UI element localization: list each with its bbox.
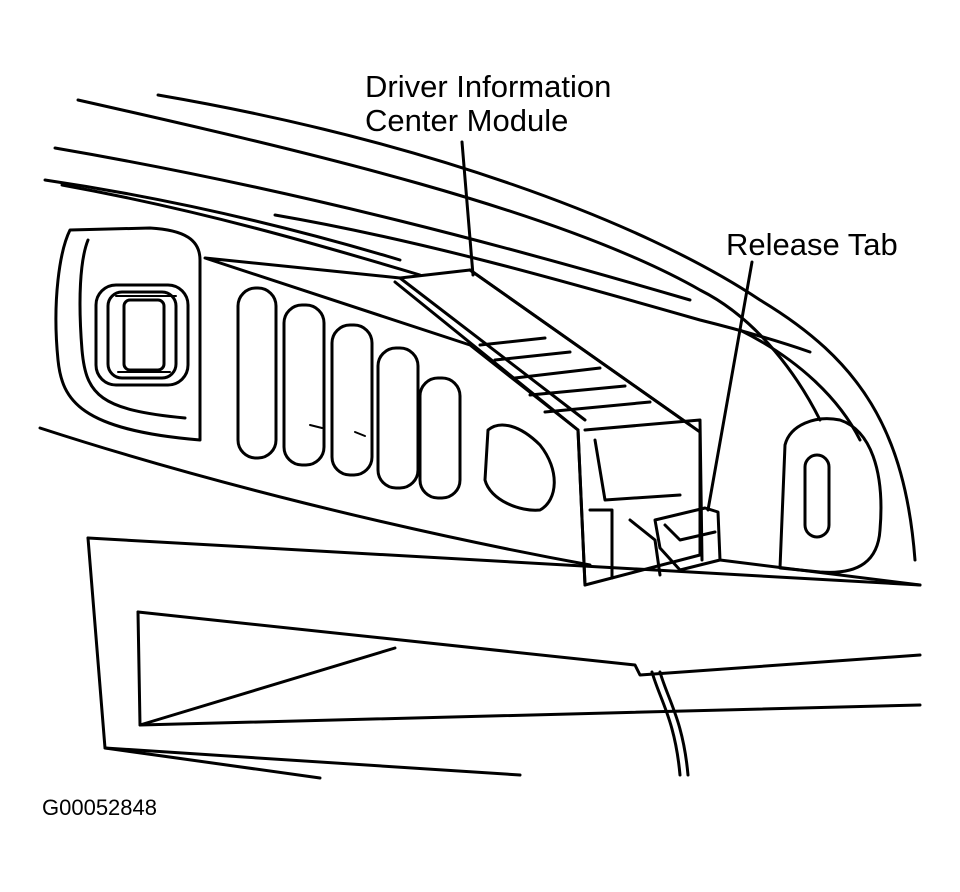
lower-dash: [86, 536, 922, 780]
figure-code: G00052848: [42, 795, 157, 820]
vent-slot: [236, 286, 278, 460]
vent-slot: [330, 323, 374, 477]
vent-slot: [376, 346, 420, 490]
module-label-line2: Center Module: [365, 103, 569, 138]
vent-slot: [282, 303, 326, 467]
release-tab: [653, 506, 722, 572]
instrument-panel-right: [718, 417, 922, 587]
release-tab-label: Release Tab: [726, 227, 898, 262]
instrument-panel-left: [54, 226, 556, 512]
dash-contour-lines: [38, 93, 917, 567]
dic-module: [203, 256, 704, 587]
leader-line-release-tab: [706, 260, 754, 512]
module-label: Driver Information Center Module: [365, 70, 611, 138]
module-label-line1: Driver Information: [365, 69, 612, 104]
leader-line-module: [460, 140, 475, 277]
vent-slot: [418, 376, 462, 500]
